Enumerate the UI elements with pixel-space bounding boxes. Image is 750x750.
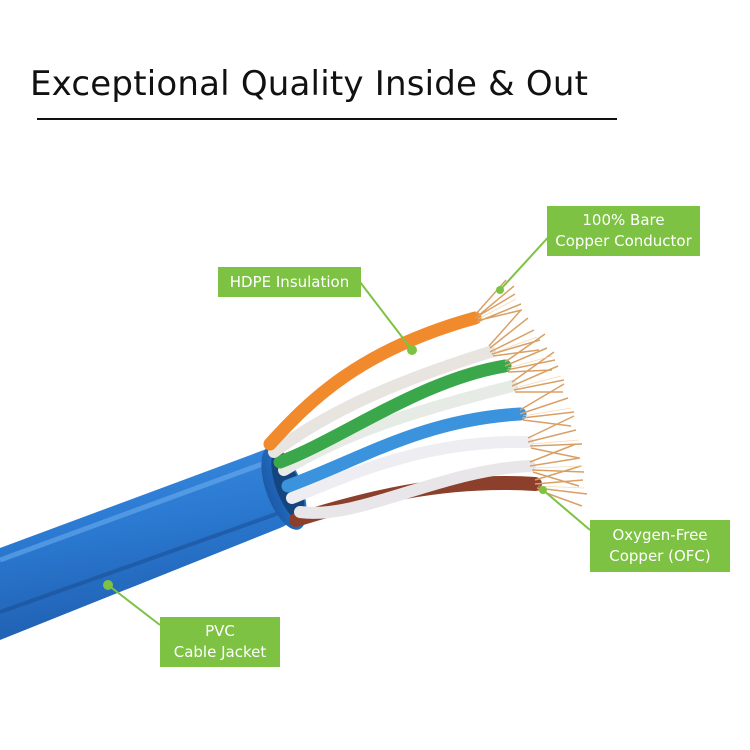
- hdpe-leader-dot: [407, 345, 417, 355]
- callout-hdpe-line1: HDPE Insulation: [229, 272, 350, 291]
- ofc-leader-dot: [539, 486, 547, 494]
- page-title: Exceptional Quality Inside & Out: [30, 64, 589, 104]
- leader-lines: [107, 231, 591, 626]
- callout-ofc-line1: Oxygen-Free: [612, 526, 708, 544]
- brown-white-wire: [294, 460, 536, 519]
- bare-copper-leader: [499, 231, 554, 291]
- callout-bare-copper-line1: 100% Bare: [582, 211, 665, 229]
- bare-copper-leader-dot: [496, 286, 504, 294]
- pvc-leader: [107, 584, 161, 626]
- callout-hdpe: HDPE Insulation: [218, 267, 361, 297]
- green-wire: [273, 359, 512, 469]
- title-underline: [37, 118, 617, 120]
- orange-wire: [263, 311, 482, 451]
- callout-pvc-line1: PVC: [205, 622, 235, 640]
- callout-ofc-line2: Copper (OFC): [609, 547, 711, 565]
- blue-wire: [281, 407, 527, 493]
- callout-pvc: PVC Cable Jacket: [160, 617, 280, 667]
- hdpe-leader: [359, 281, 413, 351]
- pvc-jacket: [0, 446, 307, 640]
- pvc-leader-dot: [103, 580, 113, 590]
- callout-ofc: Oxygen-Free Copper (OFC): [590, 520, 730, 572]
- blue-white-wire: [286, 435, 534, 504]
- orange-white-wire: [268, 346, 496, 458]
- callout-bare-copper-line2: Copper Conductor: [555, 232, 692, 250]
- twisted-pairs: [263, 311, 542, 527]
- copper-conductors: [474, 279, 588, 507]
- callout-pvc-line2: Cable Jacket: [173, 643, 267, 661]
- callout-bare-copper: 100% Bare Copper Conductor: [547, 206, 700, 256]
- ofc-leader: [542, 489, 591, 531]
